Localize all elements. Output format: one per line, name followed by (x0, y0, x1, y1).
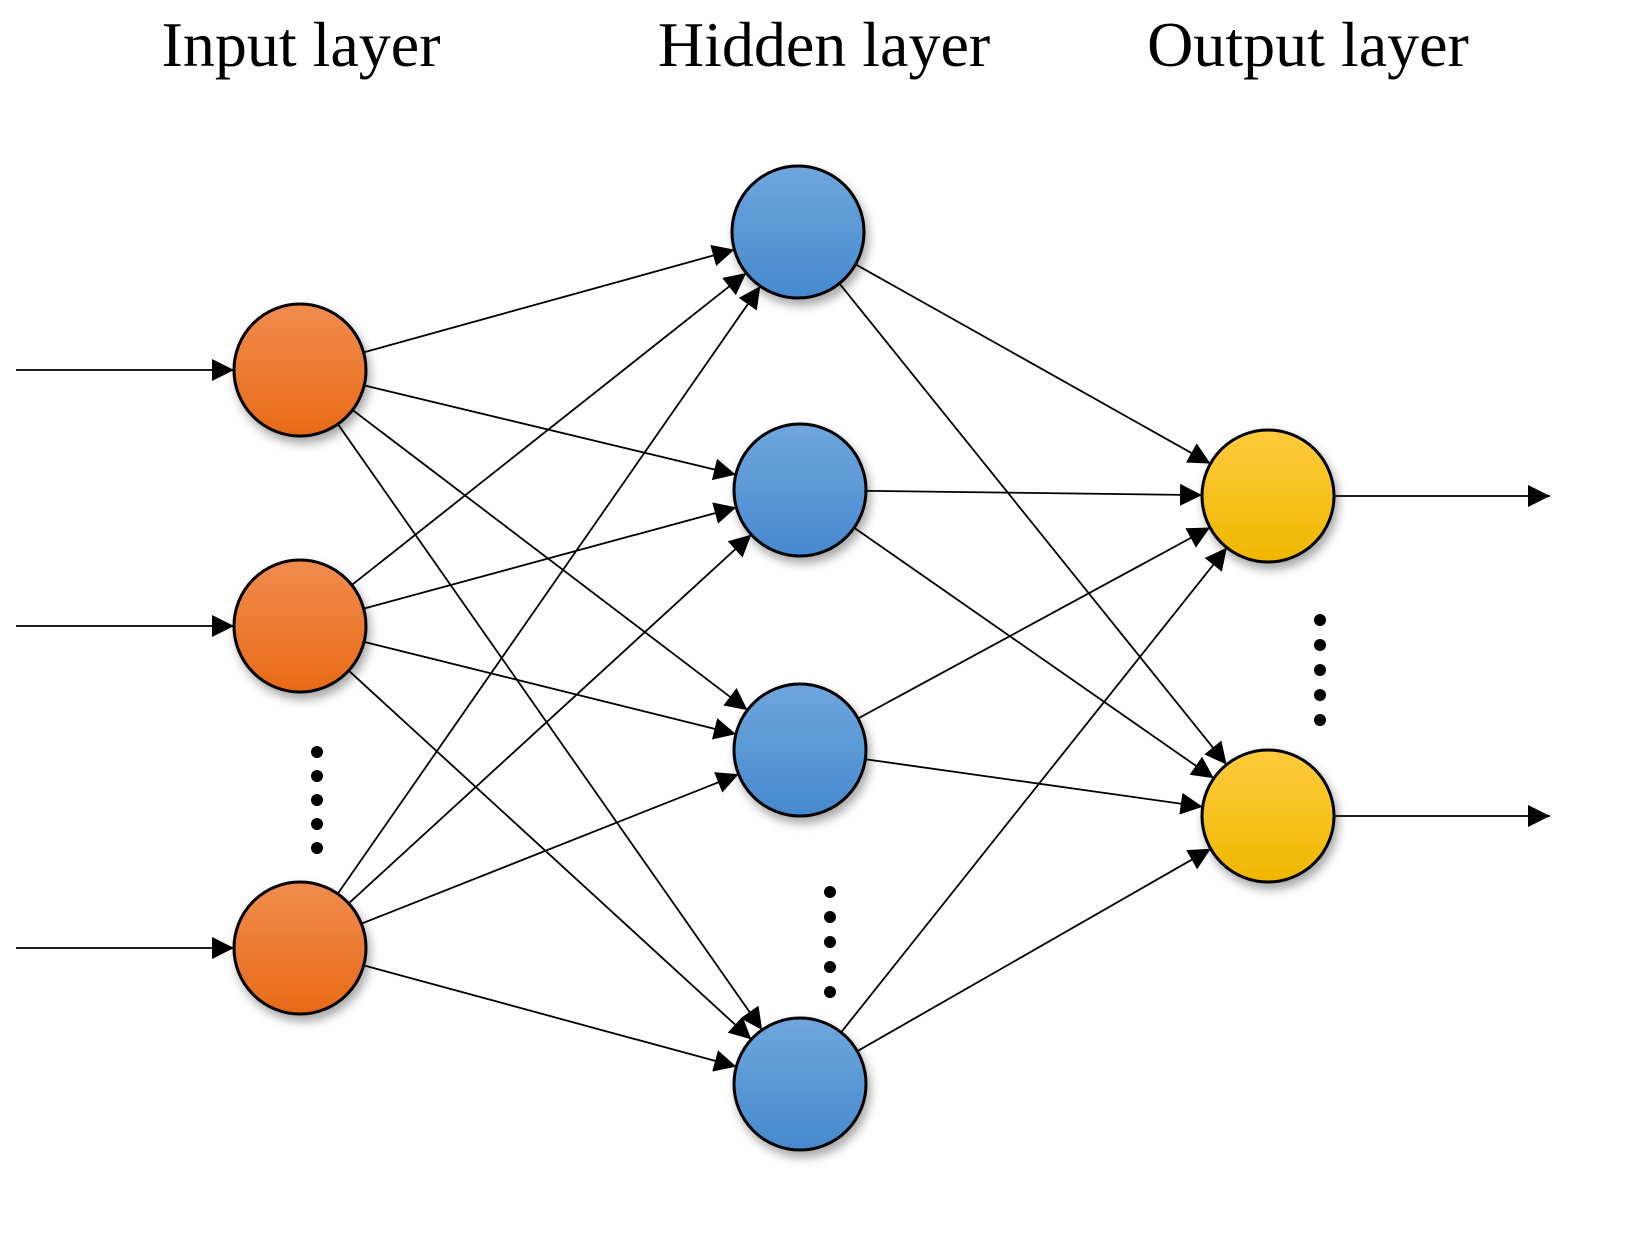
edge-hidden3-output2 (865, 758, 1203, 815)
hidden-ellipsis-dot-1 (824, 886, 836, 898)
edge-input1-hidden4 (337, 423, 763, 1031)
edge-hidden4-output1 (840, 547, 1228, 1033)
edge-hidden3-output1 (857, 526, 1211, 720)
edge-input1-hidden3 (352, 409, 748, 711)
output-ellipsis-dot-2 (1314, 639, 1326, 651)
output-ellipsis-dot-4 (1314, 689, 1326, 701)
edge-input3-hidden2 (348, 533, 752, 905)
edge-input1-hidden1 (363, 244, 735, 354)
edge-input1-hidden2 (363, 384, 737, 481)
input-node-2 (232, 558, 368, 694)
input-layer-title: Input layer (161, 9, 441, 80)
edge-input2-hidden4 (348, 669, 752, 1041)
output-node-1 (1200, 428, 1336, 564)
hidden-node-2 (732, 422, 868, 558)
input-node-1 (232, 302, 368, 438)
hidden-ellipsis-dot-3 (824, 936, 836, 948)
edge-hidden2-output1 (865, 483, 1203, 506)
hidden-ellipsis-dot-4 (824, 961, 836, 973)
output-layer-title: Output layer (1147, 9, 1469, 80)
output-ellipsis-dot-5 (1314, 714, 1326, 726)
input-ellipsis-dot-4 (311, 818, 323, 830)
input-ellipsis-dot-5 (311, 842, 323, 854)
hidden-ellipsis-dot-5 (824, 986, 836, 998)
hidden-ellipsis-dot-2 (824, 911, 836, 923)
edge-input2-hidden3 (363, 641, 737, 740)
edge-hidden1-output1 (855, 263, 1211, 465)
edge-hidden1-output2 (838, 282, 1228, 766)
input-ellipsis-dot-3 (311, 794, 323, 806)
hidden-layer-title: Hidden layer (657, 9, 991, 80)
edge-input2-hidden1 (351, 272, 747, 586)
input-ellipsis-dot-1 (311, 746, 323, 758)
edge-hidden2-output2 (853, 526, 1215, 780)
edge-input3-hidden4 (363, 964, 737, 1072)
output-ellipsis-dot-1 (1314, 614, 1326, 626)
edge-input3-hidden1 (336, 285, 762, 895)
output-ellipsis-dot-3 (1314, 664, 1326, 676)
edge-input3-hidden3 (361, 772, 739, 925)
edge-input2-hidden2 (363, 502, 737, 610)
hidden-node-4 (732, 1016, 868, 1152)
hidden-node-1 (730, 164, 866, 300)
edge-hidden4-output2 (856, 848, 1212, 1052)
input-node-3 (232, 880, 368, 1016)
output-node-2 (1200, 748, 1336, 884)
input-ellipsis-dot-2 (311, 770, 323, 782)
hidden-node-3 (732, 682, 868, 818)
